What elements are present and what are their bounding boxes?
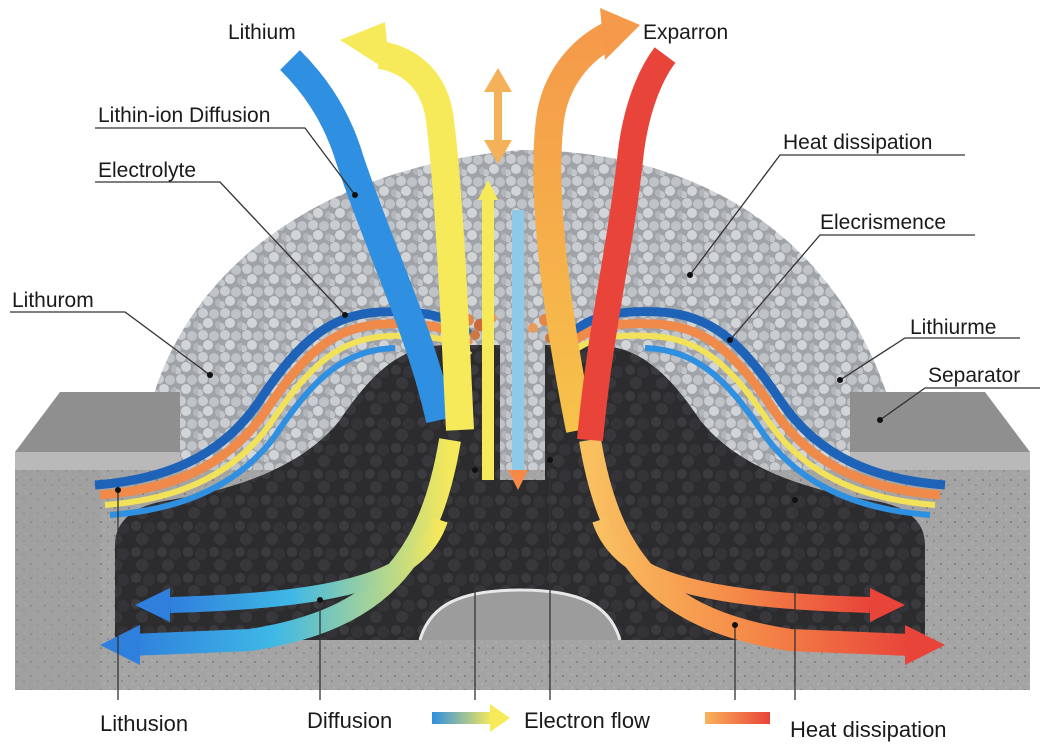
label-lithurom: Lithurom <box>12 290 94 311</box>
label-separator: Separator <box>928 365 1020 386</box>
legend-electron-flow: Electron flow <box>524 710 650 732</box>
label-heat-dissipation-top: Heat dissipation <box>783 132 932 153</box>
legend-heat-swatch <box>705 712 770 724</box>
legend-diffusion-swatch <box>432 704 510 732</box>
center-arrow-down <box>512 210 524 480</box>
legend-lithusion: Lithusion <box>100 713 188 735</box>
electron-up-head <box>600 8 640 60</box>
label-lithium: Lithium <box>228 22 296 43</box>
center-arrow-up <box>482 190 494 480</box>
label-exparron: Exparron <box>643 22 728 43</box>
label-elecrismence: Elecrismence <box>820 212 946 233</box>
legend-heat-dissipation: Heat dissipation <box>790 719 947 741</box>
bidirectional-arrow <box>484 68 512 164</box>
label-electrolyte: Electrolyte <box>98 160 196 181</box>
label-lithin-ion-diffusion: Lithin-ion Diffusion <box>98 105 270 126</box>
diffusion-up-head <box>340 22 390 72</box>
legend-diffusion: Diffusion <box>307 710 392 732</box>
label-lithiurme: Lithiurme <box>910 317 996 338</box>
